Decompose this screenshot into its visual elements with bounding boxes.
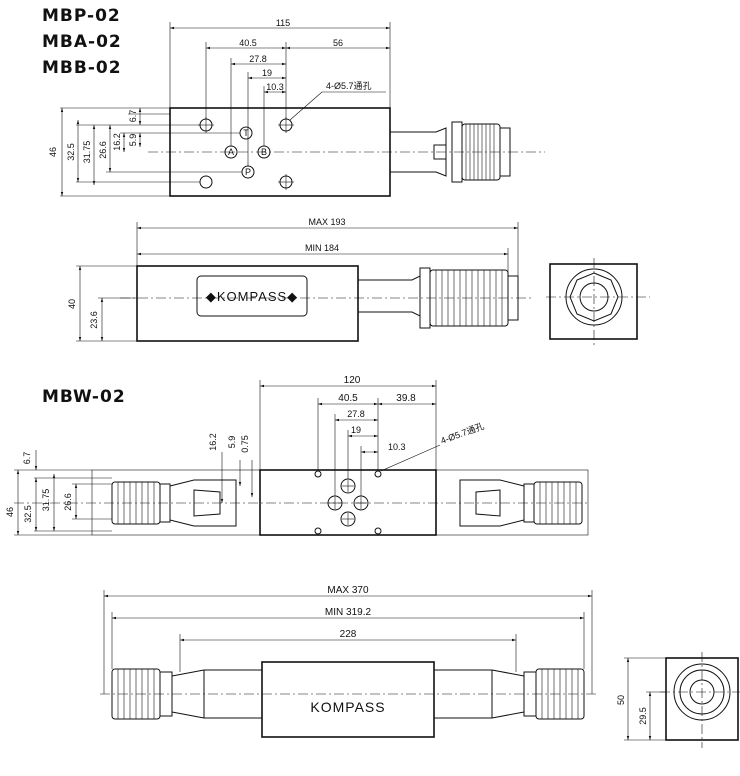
mbw-dim-29-5: 29.5 [638, 707, 648, 725]
end-view [546, 258, 650, 345]
mbw-holes-note: 4-Ø5.7通孔 [439, 421, 485, 446]
model-title-mbb: MBB-02 [42, 58, 122, 78]
mbw-left-stem [169, 479, 237, 527]
dim-31-75: 31.75 [82, 141, 92, 164]
mbw-dim-26-6: 26.6 [63, 493, 73, 511]
mbw-top-view: 120 40.5 39.8 27.8 19 10.3 4-Ø5.7通孔 16.2… [5, 375, 590, 536]
mbw-dim-width-120: 120 [344, 375, 361, 386]
dim-10-3: 10.3 [266, 82, 284, 92]
dim-32-5: 32.5 [66, 143, 76, 161]
dim-5-9: 5.9 [128, 134, 138, 147]
dim-16-2: 16.2 [112, 133, 122, 151]
mbw-end-view: 50 29.5 [616, 652, 740, 748]
mbw-brand-text: KOMPASS [310, 699, 385, 715]
mbw-dim-32-5: 32.5 [23, 505, 33, 523]
mbw-hole [314, 470, 322, 478]
mbw-port-p [340, 511, 356, 527]
mbw-right-collar [523, 483, 535, 523]
mbw-dim-40-5: 40.5 [338, 393, 358, 404]
mbw-dim-6-7: 6.7 [22, 452, 32, 465]
adjuster-stem-side [358, 275, 421, 317]
mbw-hole [374, 470, 382, 478]
valve-body-side [136, 265, 359, 342]
mbw-side-body [261, 661, 435, 738]
dim-width-115: 115 [276, 18, 290, 28]
mbw-dim-27-8: 27.8 [347, 409, 365, 419]
side-view: ◆KOMPASS◆ MAX 193 MIN 184 40 23.6 [67, 217, 532, 342]
model-title-mba: MBA-02 [42, 32, 122, 52]
mbw-right-nut [475, 489, 501, 517]
mbw-dim-16-2: 16.2 [208, 433, 218, 451]
port-p-label: P [245, 167, 251, 177]
dim-6-7: 6.7 [128, 110, 138, 123]
mounting-hole [199, 175, 213, 189]
mbw-hole [314, 527, 322, 535]
mbw-dim-19: 19 [351, 425, 361, 435]
mbw-dim-39-8: 39.8 [396, 393, 416, 404]
model-title-mbp: MBP-02 [42, 6, 121, 26]
dim-27-8: 27.8 [249, 54, 267, 64]
mbw-dim-31-75: 31.75 [41, 489, 51, 512]
end-body [549, 263, 638, 340]
mbw-left-collar [159, 483, 171, 523]
holes-note: 4-Ø5.7通孔 [326, 81, 372, 91]
mbw-body [259, 469, 437, 536]
mbw-left-nut [193, 489, 221, 517]
mbw-dim-0-75: 0.75 [240, 435, 250, 453]
dim-19: 19 [262, 68, 272, 78]
dim-max-193: MAX 193 [308, 217, 345, 227]
dim-height-46: 46 [48, 147, 58, 157]
model-title-mbw: MBW-02 [42, 387, 126, 407]
mbw-right-stem [459, 479, 525, 527]
mbw-dim-max-370: MAX 370 [327, 585, 369, 596]
mbw-left-outline [91, 469, 261, 536]
mbw-side-view: KOMPASS MAX 370 MIN 319.2 228 [100, 585, 596, 738]
dim-40-5: 40.5 [239, 38, 257, 48]
mbw-dim-46: 46 [5, 507, 15, 517]
port-b-label: B [261, 147, 267, 157]
lock-nut [433, 144, 447, 160]
mbw-dim-228: 228 [340, 629, 357, 640]
dim-56: 56 [333, 38, 343, 48]
dim-23-6: 23.6 [89, 311, 99, 329]
brand-plate-text: ◆KOMPASS◆ [206, 289, 298, 304]
mbw-dim-min-319-2: MIN 319.2 [325, 607, 372, 618]
mbw-right-outline [435, 469, 589, 536]
mbw-dim-10-3: 10.3 [388, 442, 406, 452]
dim-height-40: 40 [67, 299, 77, 309]
dim-min-184: MIN 184 [305, 243, 339, 253]
brand-plate [196, 275, 308, 317]
mbw-hole [374, 527, 382, 535]
mbw-dim-50: 50 [616, 695, 626, 705]
top-view: T A B P 115 40.5 56 27.8 19 10.3 4-Ø5.7通… [48, 18, 545, 197]
dim-26-6: 26.6 [98, 141, 108, 159]
port-a-label: A [228, 147, 234, 157]
port-t-label: T [243, 128, 249, 138]
mbw-dim-5-9: 5.9 [227, 436, 237, 449]
